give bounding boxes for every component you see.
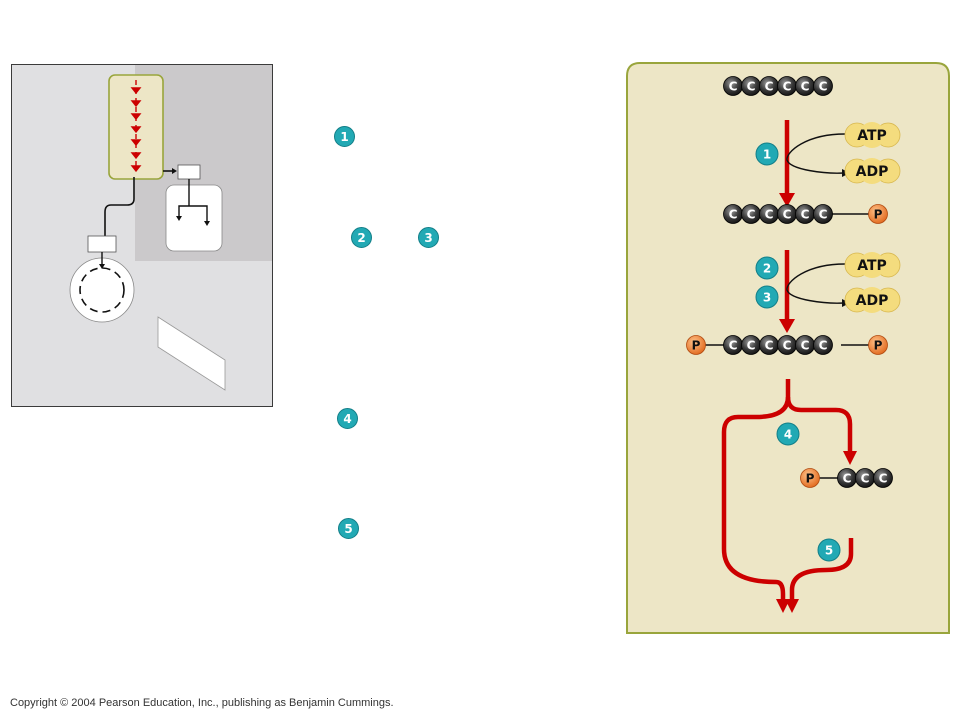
svg-text:P: P (806, 472, 815, 486)
overview-diagram (11, 64, 273, 407)
atp-adp-arrow-1 (786, 133, 846, 174)
atp-adp-arrow-2 (786, 263, 846, 304)
step-badge-2: 2 (351, 227, 372, 248)
svg-text:ADP: ADP (856, 293, 889, 309)
svg-text:C: C (801, 339, 810, 353)
svg-text:C: C (843, 472, 852, 486)
step-badge-4-panel (776, 422, 800, 446)
svg-text:ADP: ADP (856, 164, 889, 180)
step-badge-4: 4 (337, 408, 358, 429)
overview-red-arrows (130, 80, 142, 173)
overview-label-box-2 (87, 235, 117, 253)
step-badge-2-panel (755, 256, 779, 280)
atp-pill-1: ATP (844, 122, 901, 148)
carbon-atom (873, 468, 893, 488)
adp-pill-1: ADP (844, 158, 901, 184)
step-badge-1-panel (755, 142, 779, 166)
svg-text:C: C (783, 80, 792, 94)
svg-text:C: C (879, 472, 888, 486)
carbon-atom (813, 204, 833, 224)
carbon-atom (813, 76, 833, 96)
svg-text:C: C (747, 208, 756, 222)
phosphate-group (686, 335, 706, 355)
step-badge-5-panel (817, 538, 841, 562)
svg-text:C: C (861, 472, 870, 486)
step-badge-3: 3 (418, 227, 439, 248)
step-badge-3-panel (755, 285, 779, 309)
svg-text:2: 2 (763, 262, 771, 276)
glucose-molecule: C C C C C C (723, 76, 833, 96)
cleavage-arrows (721, 379, 854, 602)
svg-text:P: P (874, 208, 883, 222)
overview-mitochondrion-box (165, 184, 223, 252)
svg-text:P: P (692, 339, 701, 353)
svg-text:C: C (765, 208, 774, 222)
svg-text:C: C (783, 208, 792, 222)
carbon-atom (813, 335, 833, 355)
svg-text:C: C (765, 339, 774, 353)
step-badge-1: 1 (334, 126, 355, 147)
overview-membrane (157, 316, 226, 391)
svg-text:C: C (801, 80, 810, 94)
adp-pill-2: ADP (844, 287, 901, 313)
svg-text:5: 5 (825, 544, 833, 558)
atp-pill-2: ATP (844, 252, 901, 278)
glycolysis-pathway-panel: C C C C C C ATP ADP 1 C C C C (626, 62, 950, 634)
phosphate-group (800, 468, 820, 488)
glucose-6-phosphate-molecule: C C C C C C P (723, 204, 888, 224)
svg-text:C: C (765, 80, 774, 94)
svg-text:1: 1 (763, 148, 771, 162)
phosphate-group (868, 335, 888, 355)
svg-text:C: C (819, 339, 828, 353)
svg-text:4: 4 (784, 428, 792, 442)
svg-text:C: C (783, 339, 792, 353)
svg-text:3: 3 (763, 291, 771, 305)
svg-text:C: C (819, 208, 828, 222)
svg-text:C: C (729, 339, 738, 353)
overview-label-box (177, 164, 201, 180)
copyright-text: Copyright © 2004 Pearson Education, Inc.… (10, 697, 394, 709)
svg-text:P: P (874, 339, 883, 353)
phosphate-group (868, 204, 888, 224)
g3p-molecule: P C C C (800, 468, 893, 488)
svg-text:C: C (747, 339, 756, 353)
svg-text:ATP: ATP (857, 258, 887, 274)
fructose-bisphosphate-molecule: P C C C C C C P (686, 335, 888, 355)
svg-text:C: C (729, 80, 738, 94)
svg-text:C: C (801, 208, 810, 222)
svg-text:C: C (819, 80, 828, 94)
step-badge-5: 5 (338, 518, 359, 539)
svg-text:C: C (729, 208, 738, 222)
svg-text:ATP: ATP (857, 128, 887, 144)
svg-text:C: C (747, 80, 756, 94)
